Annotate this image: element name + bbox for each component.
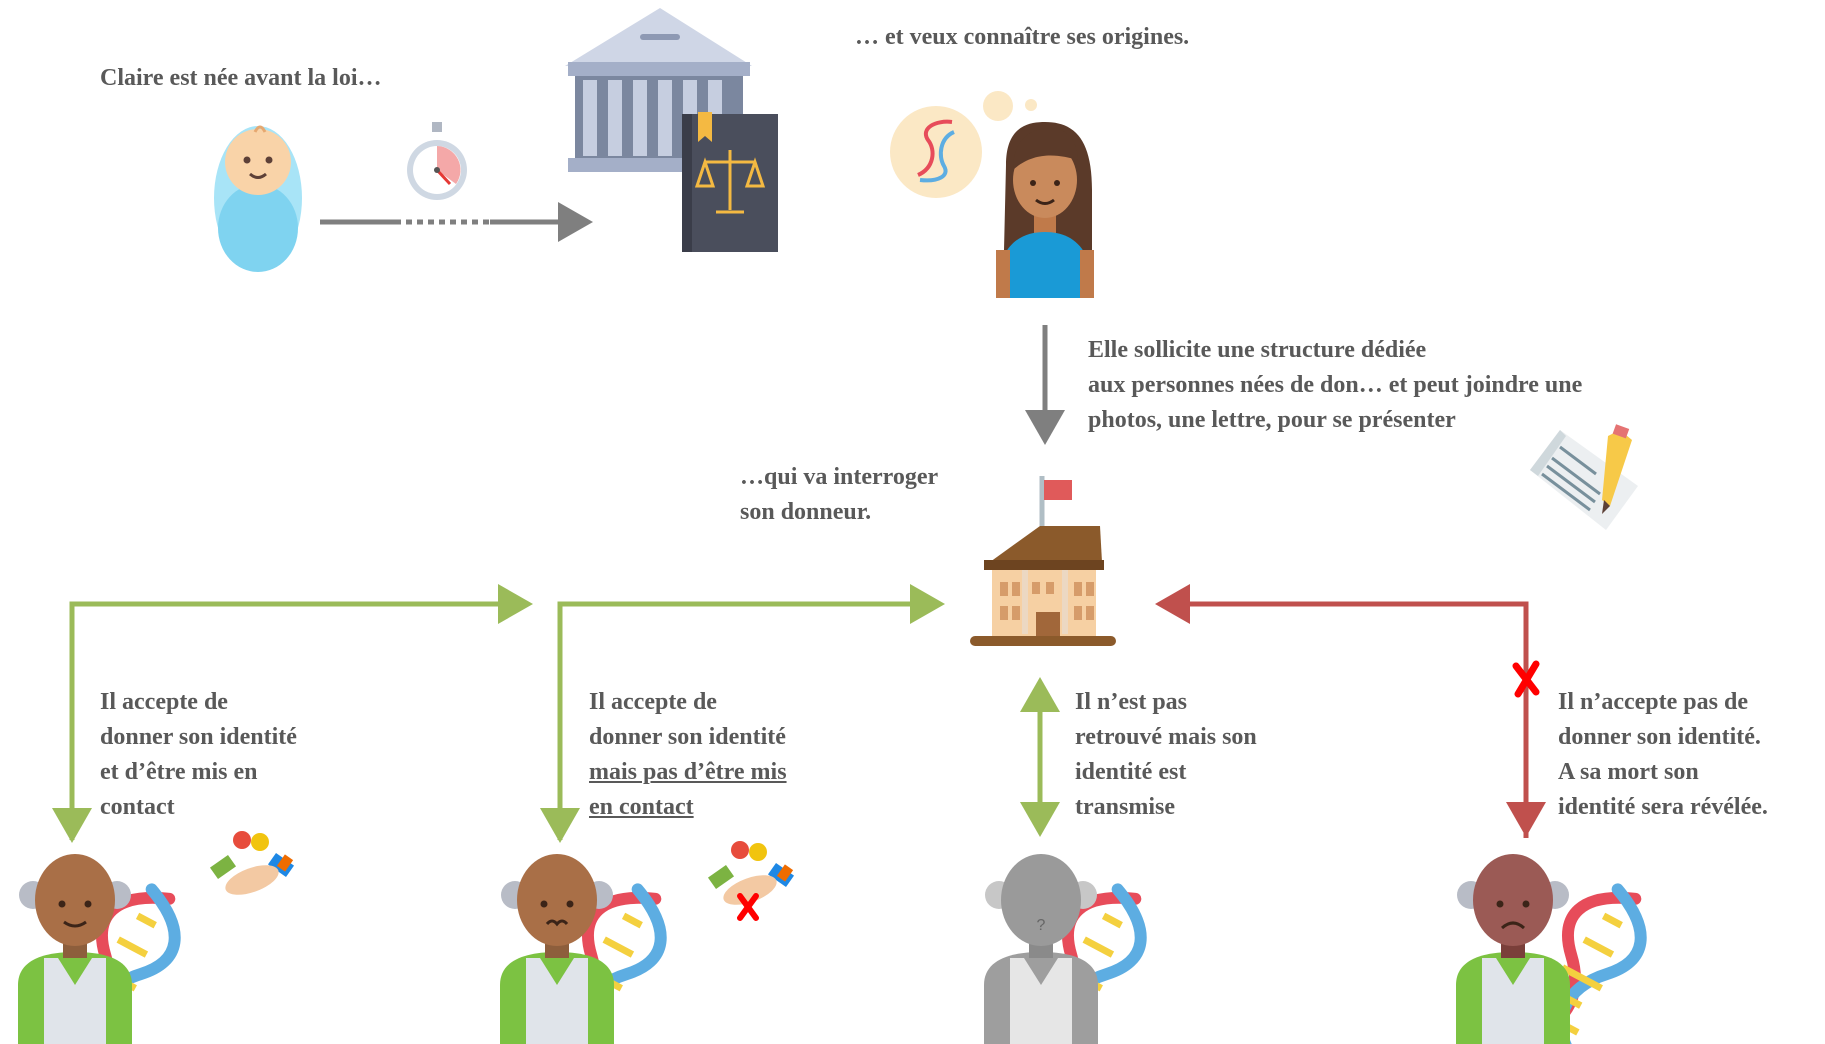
wants-origins-text: … et veux connaître ses origines. (855, 24, 1190, 50)
donor-sad-icon (1456, 854, 1570, 1044)
handshake-refused-icon (707, 841, 795, 921)
request-text-line1: Elle sollicite une structure dédiée (1088, 337, 1427, 363)
case1-text-line2: donner son identité (100, 724, 297, 750)
refusal-cross-icon (1512, 660, 1540, 698)
query-text-line1: …qui va interroger (740, 464, 939, 490)
case4-text-line3: A sa mort son (1558, 759, 1699, 785)
case3-text-line4: transmise (1075, 794, 1175, 820)
case1-text-line3: et d’être mis en (100, 759, 258, 785)
case2-text-line4: en contact (589, 794, 694, 820)
donor-happy-icon (18, 854, 132, 1044)
donor-unknown-icon: ? (984, 854, 1098, 1044)
handshake-icon (209, 831, 295, 895)
donor-neutral-icon (500, 854, 614, 1044)
case3-text-line2: retrouvé mais son (1075, 724, 1257, 750)
law-book-icon (682, 112, 778, 252)
case4-text-line1: Il n’accepte pas de (1558, 689, 1748, 715)
woman-icon (996, 122, 1094, 298)
case1-text-line4: contact (100, 794, 175, 820)
born-before-law-text: Claire est née avant la loi… (100, 65, 382, 91)
baby-icon (214, 125, 302, 272)
case1-text-line1: Il accepte de (100, 689, 228, 715)
structure-building-icon (970, 476, 1116, 646)
letter-pencil-icon (1530, 424, 1638, 530)
case3-text-line1: Il n’est pas (1075, 689, 1188, 715)
case2-text-line3: mais pas d’être mis (589, 759, 787, 785)
request-text-line2: aux personnes nées de don… et peut joind… (1088, 372, 1583, 398)
case4-text-line4: identité sera révélée. (1558, 794, 1768, 820)
svg-text:?: ? (1037, 917, 1046, 934)
case2-text-line2: donner son identité (589, 724, 786, 750)
dna-thought-icon (890, 91, 1037, 198)
case3-text-line3: identité est (1075, 759, 1187, 785)
case2-text-line1: Il accepte de (589, 689, 717, 715)
stopwatch-icon (407, 122, 467, 200)
request-text-line3: photos, une lettre, pour se présenter (1088, 407, 1456, 433)
case4-text-line2: donner son identité. (1558, 724, 1761, 750)
query-text-line2: son donneur. (740, 499, 872, 525)
